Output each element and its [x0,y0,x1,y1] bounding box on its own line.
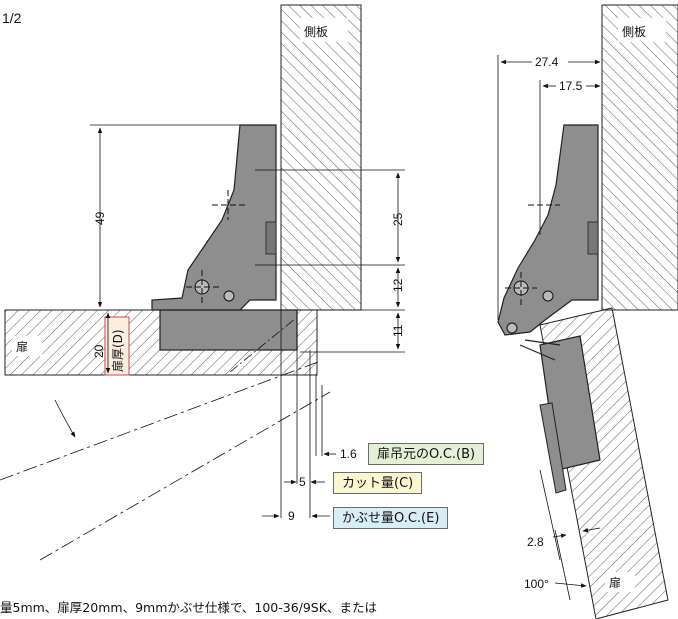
hinge-cup-left [159,309,298,351]
callout-cut-amount: カット量(C) [333,472,423,494]
side-panel-label-left: 側板 [304,25,328,39]
callout-door-hinge-oc: 扉吊元のO.C.(B) [368,443,485,465]
opening-angle: 100° [524,577,549,591]
callout-overlay-oc: かぶせ量O.C.(E) [333,507,449,529]
hinge-arm-right [497,124,599,336]
dim-49: 49 [93,211,107,225]
page-indicator: 1/2 [2,10,22,26]
dim-1-6: 1.6 [340,447,357,461]
dim-12: 12 [391,278,405,292]
dim-9: 9 [288,509,295,523]
door-label-right: 扉 [609,576,621,590]
side-panel-right [601,4,678,311]
door-label-left: 扉 [16,340,28,354]
dim-11: 11 [391,324,405,337]
side-panel-label-right: 側板 [622,25,646,39]
dim-17-5: 17.5 [559,79,583,93]
dim-20: 20 [92,344,106,358]
dim-2-8: 2.8 [527,535,544,549]
side-panel-left [280,4,362,311]
hinge-arm-left [151,124,277,311]
dim-27-4: 27.4 [535,55,559,69]
dim-25: 25 [391,212,405,226]
footnote-text: 量5mm、扉厚20mm、9mmかぶせ仕様で、100-36/9SK、または [0,600,377,615]
dim-5: 5 [299,475,306,489]
door-thickness-label: 扉厚(D) [111,329,125,372]
